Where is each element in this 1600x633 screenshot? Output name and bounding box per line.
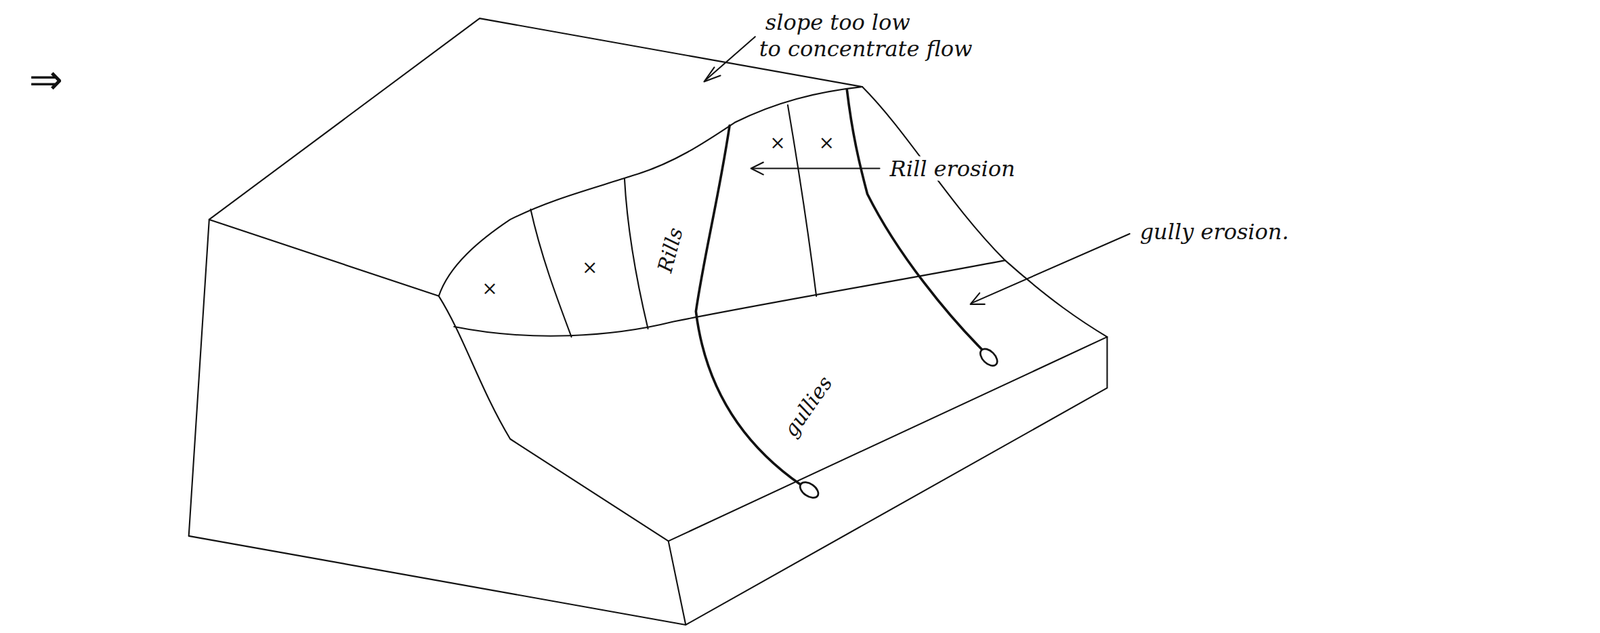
rill-line [787, 104, 817, 297]
rill-line [624, 178, 649, 329]
cross-mark: × [479, 277, 500, 300]
process-label: Rill erosion [888, 155, 1018, 181]
front-face [188, 219, 687, 625]
arrow-head [751, 162, 764, 175]
process-label: gully erosion. [1138, 219, 1292, 245]
note-label: to concentrate flow [757, 36, 975, 62]
arrow-head [970, 292, 985, 305]
cross-mark: × [816, 132, 836, 154]
note-label: slope too low [763, 10, 913, 36]
leader-line [971, 233, 1130, 303]
gully-channel [846, 90, 983, 351]
leader-line [705, 36, 755, 80]
feature-label: gullies [777, 369, 838, 443]
scarp-side [862, 86, 1108, 337]
rill-line [530, 209, 572, 337]
gully-fan [797, 478, 821, 501]
scarp-edge [438, 86, 863, 297]
cross-mark: × [579, 256, 600, 279]
gully-fan [977, 345, 1001, 369]
arrow-symbol: ⇒ [27, 56, 66, 103]
feature-label: Rills [653, 222, 689, 277]
arrow-head [703, 67, 721, 82]
scarp-foot [453, 260, 1005, 336]
leader-line [751, 167, 880, 170]
right-face [668, 336, 1108, 625]
cross-mark: × [767, 132, 788, 154]
